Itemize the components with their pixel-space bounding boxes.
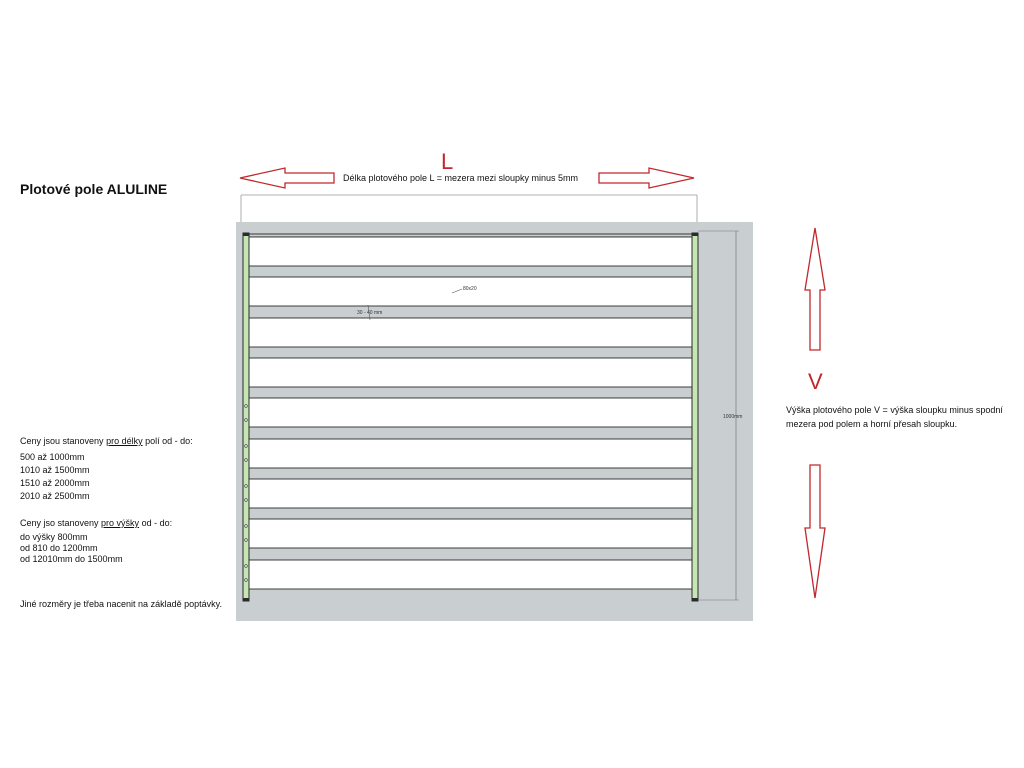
- length-prices-heading: Ceny jsou stanoveny pro délky polí od - …: [20, 435, 193, 448]
- screw: [244, 578, 248, 582]
- length-arrow-right: [598, 167, 695, 189]
- height-price-range: do výšky 800mm: [20, 532, 88, 542]
- length-prices-heading-before: Ceny jsou stanoveny: [20, 436, 107, 446]
- height-prices-heading-before: Ceny jso stanoveny: [20, 518, 102, 528]
- height-symbol: V: [808, 369, 823, 394]
- slat: [248, 478, 694, 509]
- post-right-cap-bottom: [692, 598, 698, 601]
- height-prices-heading-after: od - do:: [139, 518, 173, 528]
- screw: [244, 404, 248, 408]
- screw: [244, 444, 248, 448]
- height-prices-heading-underlined: pro výšky: [101, 518, 140, 528]
- length-price-range: 500 až 1000mm: [20, 452, 85, 462]
- other-sizes-note: Jiné rozměry je třeba nacenit na základě…: [20, 599, 222, 609]
- slats: [248, 233, 694, 590]
- length-price-range: 1010 až 1500mm: [20, 465, 90, 475]
- height-price-range: od 810 do 1200mm: [20, 543, 98, 553]
- height-price-range: od 12010mm do 1500mm: [20, 554, 123, 564]
- screw: [244, 458, 248, 462]
- slat: [248, 559, 694, 590]
- post-screws: [244, 404, 248, 582]
- screw: [244, 538, 248, 542]
- slat-dimension-label: 80x20: [463, 286, 477, 292]
- height-arrow-up: [804, 227, 826, 351]
- post-right: [691, 232, 699, 602]
- length-prices-heading-underlined: pro délky: [106, 436, 143, 446]
- slat: [248, 317, 694, 348]
- height-arrow-down: [804, 464, 826, 599]
- screw: [244, 484, 248, 488]
- post-right-cap-top: [692, 233, 698, 236]
- gap-dimension-label: 30 - 40 mm: [357, 310, 383, 316]
- screw: [244, 564, 248, 568]
- gap-dimension-marker: [367, 304, 371, 321]
- height-dimension-label: 1000mm: [723, 414, 743, 420]
- length-arrow-left: [239, 167, 335, 189]
- height-caption-line2: mezera pod polem a horní přesah sloupku.: [786, 419, 958, 429]
- length-price-range: 1510 až 2000mm: [20, 478, 90, 488]
- slat: [248, 438, 694, 469]
- screw: [244, 524, 248, 528]
- length-price-range: 2010 až 2500mm: [20, 491, 90, 501]
- page-title: Plotové pole ALULINE: [20, 181, 168, 197]
- height-prices-heading: Ceny jso stanoveny pro výšky od - do:: [20, 517, 172, 530]
- slat: [248, 518, 694, 549]
- slat: [248, 276, 694, 307]
- slat: [248, 357, 694, 388]
- post-left: [242, 232, 250, 602]
- length-symbol: L: [441, 149, 454, 174]
- length-prices-heading-after: polí od - do:: [142, 436, 193, 446]
- length-caption: Délka plotového pole L = mezera mezi slo…: [343, 173, 579, 183]
- height-caption-line1: Výška plotového pole V = výška sloupku m…: [786, 405, 1003, 415]
- slat-dimension-leader: [451, 288, 463, 294]
- slat: [248, 397, 694, 428]
- post-left-cap-bottom: [243, 598, 249, 601]
- screw: [244, 498, 248, 502]
- post-left-cap-top: [243, 233, 249, 236]
- screw: [244, 418, 248, 422]
- slat: [248, 236, 694, 267]
